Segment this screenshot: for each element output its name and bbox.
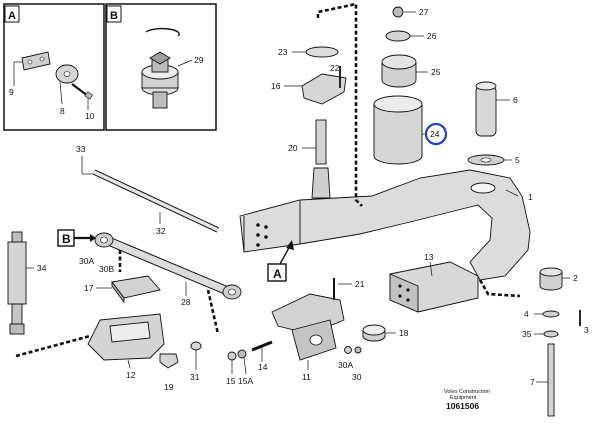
- shock-absorber-34: [7, 231, 34, 335]
- link-28: [94, 232, 242, 300]
- label-15: 15: [226, 376, 236, 386]
- label-33: 33: [76, 144, 86, 154]
- svg-text:B: B: [62, 232, 71, 246]
- bumper-stack-left: [284, 46, 347, 199]
- label-14: 14: [258, 362, 268, 372]
- label-31: 31: [190, 372, 200, 382]
- small-parts-left: [159, 340, 273, 375]
- detail-box-b: B 29: [105, 3, 217, 131]
- label-12: 12: [126, 370, 136, 380]
- washer-5: [467, 154, 512, 166]
- mount-12: [87, 313, 165, 369]
- label-26: 26: [427, 31, 437, 41]
- label-11: 11: [302, 372, 311, 382]
- label-16: 16: [271, 81, 281, 91]
- bumper-6: [475, 81, 510, 137]
- cross-member: [389, 261, 479, 313]
- label-5: 5: [515, 155, 520, 165]
- label-6: 6: [513, 95, 518, 105]
- label-27: 27: [419, 7, 429, 17]
- label-2: 2: [573, 273, 578, 283]
- label-9: 9: [9, 87, 14, 97]
- label-8: 8: [60, 106, 65, 116]
- highlight-24: [424, 122, 448, 146]
- label-32: 32: [156, 226, 166, 236]
- svg-text:A: A: [273, 267, 282, 281]
- label-13: 13: [424, 252, 434, 262]
- label-15a: 15A: [238, 376, 253, 386]
- label-30a: 30A: [79, 256, 94, 266]
- label-22: 22: [330, 63, 340, 73]
- document-number: 1061506: [446, 401, 479, 411]
- label-18: 18: [399, 328, 409, 338]
- label-30b: 30B: [99, 264, 114, 274]
- rod-32: [81, 156, 220, 233]
- label-28: 28: [181, 297, 191, 307]
- extra-leaders: [429, 189, 519, 277]
- footer: Volvo Construction Equipment 1061506: [444, 389, 490, 411]
- label-35: 35: [522, 329, 532, 339]
- label-19: 19: [164, 382, 174, 392]
- callout-b: B: [57, 229, 96, 247]
- credit-line-1: Volvo Construction: [444, 389, 490, 395]
- callout-a: A: [267, 240, 294, 282]
- label-30a-right: 30A: [338, 360, 353, 370]
- label-4: 4: [524, 309, 529, 319]
- bracket-17: [96, 275, 161, 304]
- label-3: 3: [584, 325, 589, 335]
- label-24: 24: [430, 129, 440, 139]
- label-17: 17: [84, 283, 94, 293]
- bumper-stack-right: [373, 6, 428, 165]
- pad-18: [362, 324, 396, 342]
- detail-box-a-tag: A: [8, 10, 16, 22]
- part-labels: 33 32 34 30A 30B 17 28 12 19 31 15 15A 1…: [37, 7, 589, 392]
- credit-line-2: Equipment: [450, 395, 477, 401]
- detail-box-b-tag: B: [110, 10, 118, 22]
- detail-box-a: A 9 8 10: [3, 3, 105, 131]
- label-20: 20: [288, 143, 298, 153]
- label-34: 34: [37, 263, 47, 273]
- right-small-parts: [534, 267, 581, 417]
- label-10: 10: [85, 111, 95, 121]
- label-21: 21: [355, 279, 365, 289]
- bracket-11: [271, 278, 362, 370]
- reference-lines: [15, 2, 521, 358]
- label-7: 7: [530, 377, 535, 387]
- label-29: 29: [194, 55, 204, 65]
- label-25: 25: [431, 67, 441, 77]
- label-30: 30: [352, 372, 362, 382]
- label-23: 23: [278, 47, 288, 57]
- label-1: 1: [528, 192, 533, 202]
